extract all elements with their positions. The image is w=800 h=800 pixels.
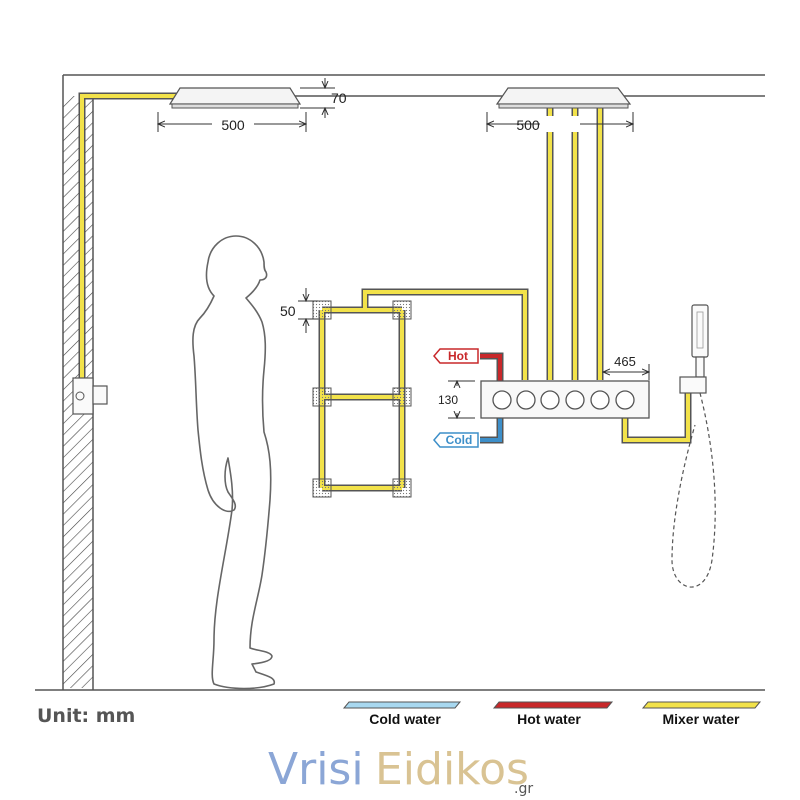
wall-diverter-valve: [72, 377, 108, 415]
hand-shower-handle: [695, 356, 705, 378]
left-shower-pipe-outline: [78, 92, 180, 380]
valve-knob: [516, 390, 536, 410]
valve-knob: [590, 390, 610, 410]
watermark-part2: Eidikos: [375, 744, 529, 795]
body-jet: [392, 478, 412, 498]
dim-valve-height-label: 130: [438, 393, 458, 407]
hand-shower-face: [696, 311, 704, 349]
left-shower-head-body: [168, 87, 302, 105]
cold-tag: Cold: [433, 432, 479, 448]
dim-label-bg: [212, 116, 254, 132]
person-outline: [192, 235, 276, 690]
wall-valve-knob: [92, 385, 108, 405]
thermostatic-valve-panel: [480, 380, 650, 419]
right-shower-head-body: [495, 87, 632, 105]
dim-right-head-label: 500: [516, 117, 540, 133]
left-shower-head-face: [171, 103, 299, 109]
mixer-pipes: [78, 92, 692, 492]
hot-tag-label: Hot: [448, 349, 468, 363]
body-jet: [312, 478, 332, 498]
valve-knob: [565, 390, 585, 410]
left-shower-pipe: [80, 94, 180, 380]
hot-pipe-outline: [480, 352, 504, 383]
body-jet: [312, 387, 332, 407]
legend-swatch-hot: [492, 701, 614, 709]
watermark-part1: Vrisi: [268, 744, 364, 795]
left-rain-shower-head: [168, 87, 302, 109]
body-jets: [312, 300, 412, 498]
dim-label-bg: [540, 116, 580, 132]
hot-tag: Hot: [433, 348, 479, 364]
watermark-logo: Vrisi Eidikos .gr: [268, 744, 533, 797]
body-jet: [392, 387, 412, 407]
hand-shower: [671, 304, 716, 588]
dim-jet-label: 50: [280, 303, 296, 319]
dim-left-head-label: 500: [221, 117, 245, 133]
body-jet: [392, 300, 412, 320]
dimension-labels: 500 500 70 50 130 465: [212, 90, 636, 407]
valve-knob: [492, 390, 512, 410]
hot-pipe: [480, 354, 502, 383]
wall-valve-port: [75, 391, 85, 401]
cold-tag-arrow: [433, 432, 479, 448]
valve-knob: [540, 390, 560, 410]
legend: Cold water Hot water Mixer water: [342, 701, 762, 727]
legend-item-cold: Cold water: [342, 701, 462, 727]
cold-pipe-outline: [480, 418, 504, 444]
hand-shower-hose: [671, 392, 716, 588]
legend-swatch-mixer: [641, 701, 762, 709]
body-jet: [312, 300, 332, 320]
legend-item-mixer: Mixer water: [641, 701, 762, 727]
watermark-tld: .gr: [514, 781, 533, 797]
dim-valve-width-label: 465: [614, 354, 636, 369]
supply-pipes: [480, 352, 504, 444]
legend-label-mixer: Mixer water: [662, 711, 740, 727]
unit-label: Unit: mm: [37, 705, 135, 727]
cold-tag-label: Cold: [446, 433, 473, 447]
hand-shower-head: [691, 304, 709, 358]
legend-swatch-cold: [342, 701, 462, 709]
ceiling-pipes: [548, 108, 602, 380]
legend-item-hot: Hot water: [492, 701, 614, 727]
right-rain-shower-head: [495, 87, 632, 109]
dim-ceiling-label: 70: [331, 90, 347, 106]
person-silhouette: [192, 235, 276, 690]
valve-knob: [615, 390, 635, 410]
hand-shower-holder: [679, 376, 707, 394]
hot-tag-arrow: [433, 348, 479, 364]
cold-pipe: [480, 418, 502, 442]
legend-label-hot: Hot water: [517, 711, 581, 727]
legend-label-cold: Cold water: [369, 711, 441, 727]
right-shower-head-face: [498, 103, 629, 109]
hand-shower-pipe: [623, 393, 690, 442]
